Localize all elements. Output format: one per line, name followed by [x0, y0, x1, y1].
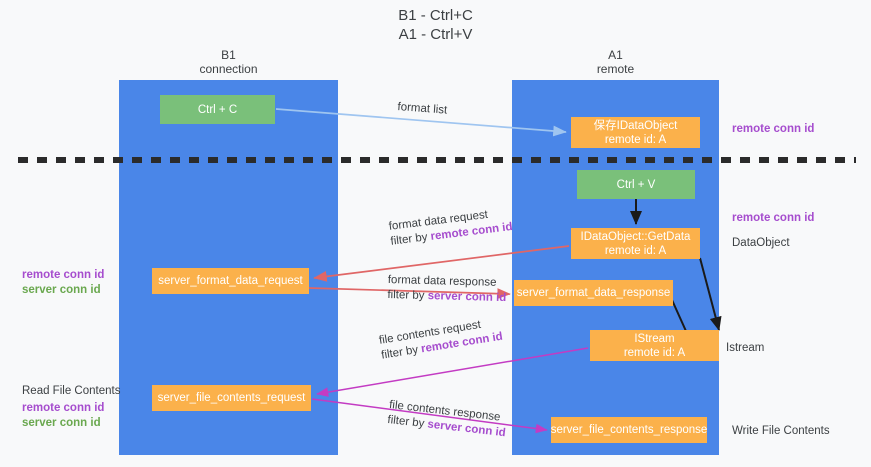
box-server-file-contents-response[interactable]: server_file_contents_response — [551, 417, 707, 443]
key-server-conn-id: server conn id — [427, 290, 507, 305]
box-server-file-contents-request-label: server_file_contents_request — [157, 392, 306, 404]
box-getdata-line1: IDataObject::GetData — [580, 230, 691, 243]
left-remote-conn-id-1: remote conn id — [22, 269, 105, 281]
connector-format-data-request — [313, 245, 570, 282]
box-istream[interactable]: IStream remote id: A — [590, 330, 719, 361]
column-header-a1: A1 remote — [512, 48, 719, 76]
edge-label-format-data-response: format data response filter by server co… — [387, 273, 507, 305]
left-annotation-group-1: remote conn id server conn id — [22, 268, 104, 298]
box-ctrl-v-label: Ctrl + V — [616, 178, 656, 191]
box-server-format-data-request[interactable]: server_format_data_request — [152, 268, 309, 294]
box-save-idataobject-line1: 保存IDataObject — [593, 119, 678, 132]
left-label-read-file-contents: Read File Contents — [22, 385, 121, 397]
right-remote-conn-id-mid: remote conn id — [732, 212, 815, 224]
box-ctrl-c[interactable]: Ctrl + C — [160, 95, 275, 124]
left-remote-conn-id-2: remote conn id — [22, 402, 105, 414]
column-header-a1-subtitle: remote — [596, 62, 635, 76]
left-annotation-group-2: remote conn id server conn id — [22, 401, 104, 431]
column-header-b1-name: B1 — [221, 48, 236, 62]
box-istream-line1: IStream — [634, 332, 675, 345]
column-header-b1-subtitle: connection — [199, 62, 258, 76]
box-server-format-data-response[interactable]: server_format_data_response — [514, 280, 673, 306]
connector-format-data-response — [308, 287, 511, 300]
right-label-dataobject: DataObject — [732, 237, 790, 249]
right-remote-conn-id-top: remote conn id — [732, 123, 815, 135]
column-header-a1-name: A1 — [608, 48, 623, 62]
box-idataobject-getdata[interactable]: IDataObject::GetData remote id: A — [571, 228, 700, 259]
box-getdata-line2: remote id: A — [604, 244, 667, 257]
box-ctrl-c-label: Ctrl + C — [197, 103, 238, 116]
left-server-conn-id-2: server conn id — [22, 417, 101, 429]
box-istream-line2: remote id: A — [623, 346, 686, 359]
connector-getdata-to-istream — [699, 257, 722, 331]
phase-divider-dashed-line — [18, 157, 856, 163]
box-server-file-contents-request[interactable]: server_file_contents_request — [152, 385, 311, 411]
box-save-idataobject-line2: remote id: A — [604, 133, 667, 146]
connector-file-contents-request — [316, 347, 589, 397]
box-server-format-data-request-label: server_format_data_request — [158, 275, 303, 287]
box-server-file-contents-response-label: server_file_contents_response — [550, 424, 708, 436]
title-line-1: B1 - Ctrl+C — [398, 7, 473, 24]
column-header-b1: B1 connection — [119, 48, 338, 76]
title-line-2: A1 - Ctrl+V — [398, 26, 473, 43]
connector-format-list — [275, 108, 567, 137]
connector-file-contents-response — [311, 398, 548, 434]
right-label-istream: Istream — [726, 342, 765, 354]
box-save-idataobject[interactable]: 保存IDataObject remote id: A — [571, 117, 700, 148]
box-server-format-data-response-label: server_format_data_response — [516, 287, 671, 299]
diagram-title: B1 - Ctrl+C A1 - Ctrl+V — [0, 6, 871, 44]
box-ctrl-v[interactable]: Ctrl + V — [577, 170, 695, 199]
right-label-write-file-contents: Write File Contents — [732, 425, 830, 437]
left-server-conn-id-1: server conn id — [22, 284, 101, 296]
